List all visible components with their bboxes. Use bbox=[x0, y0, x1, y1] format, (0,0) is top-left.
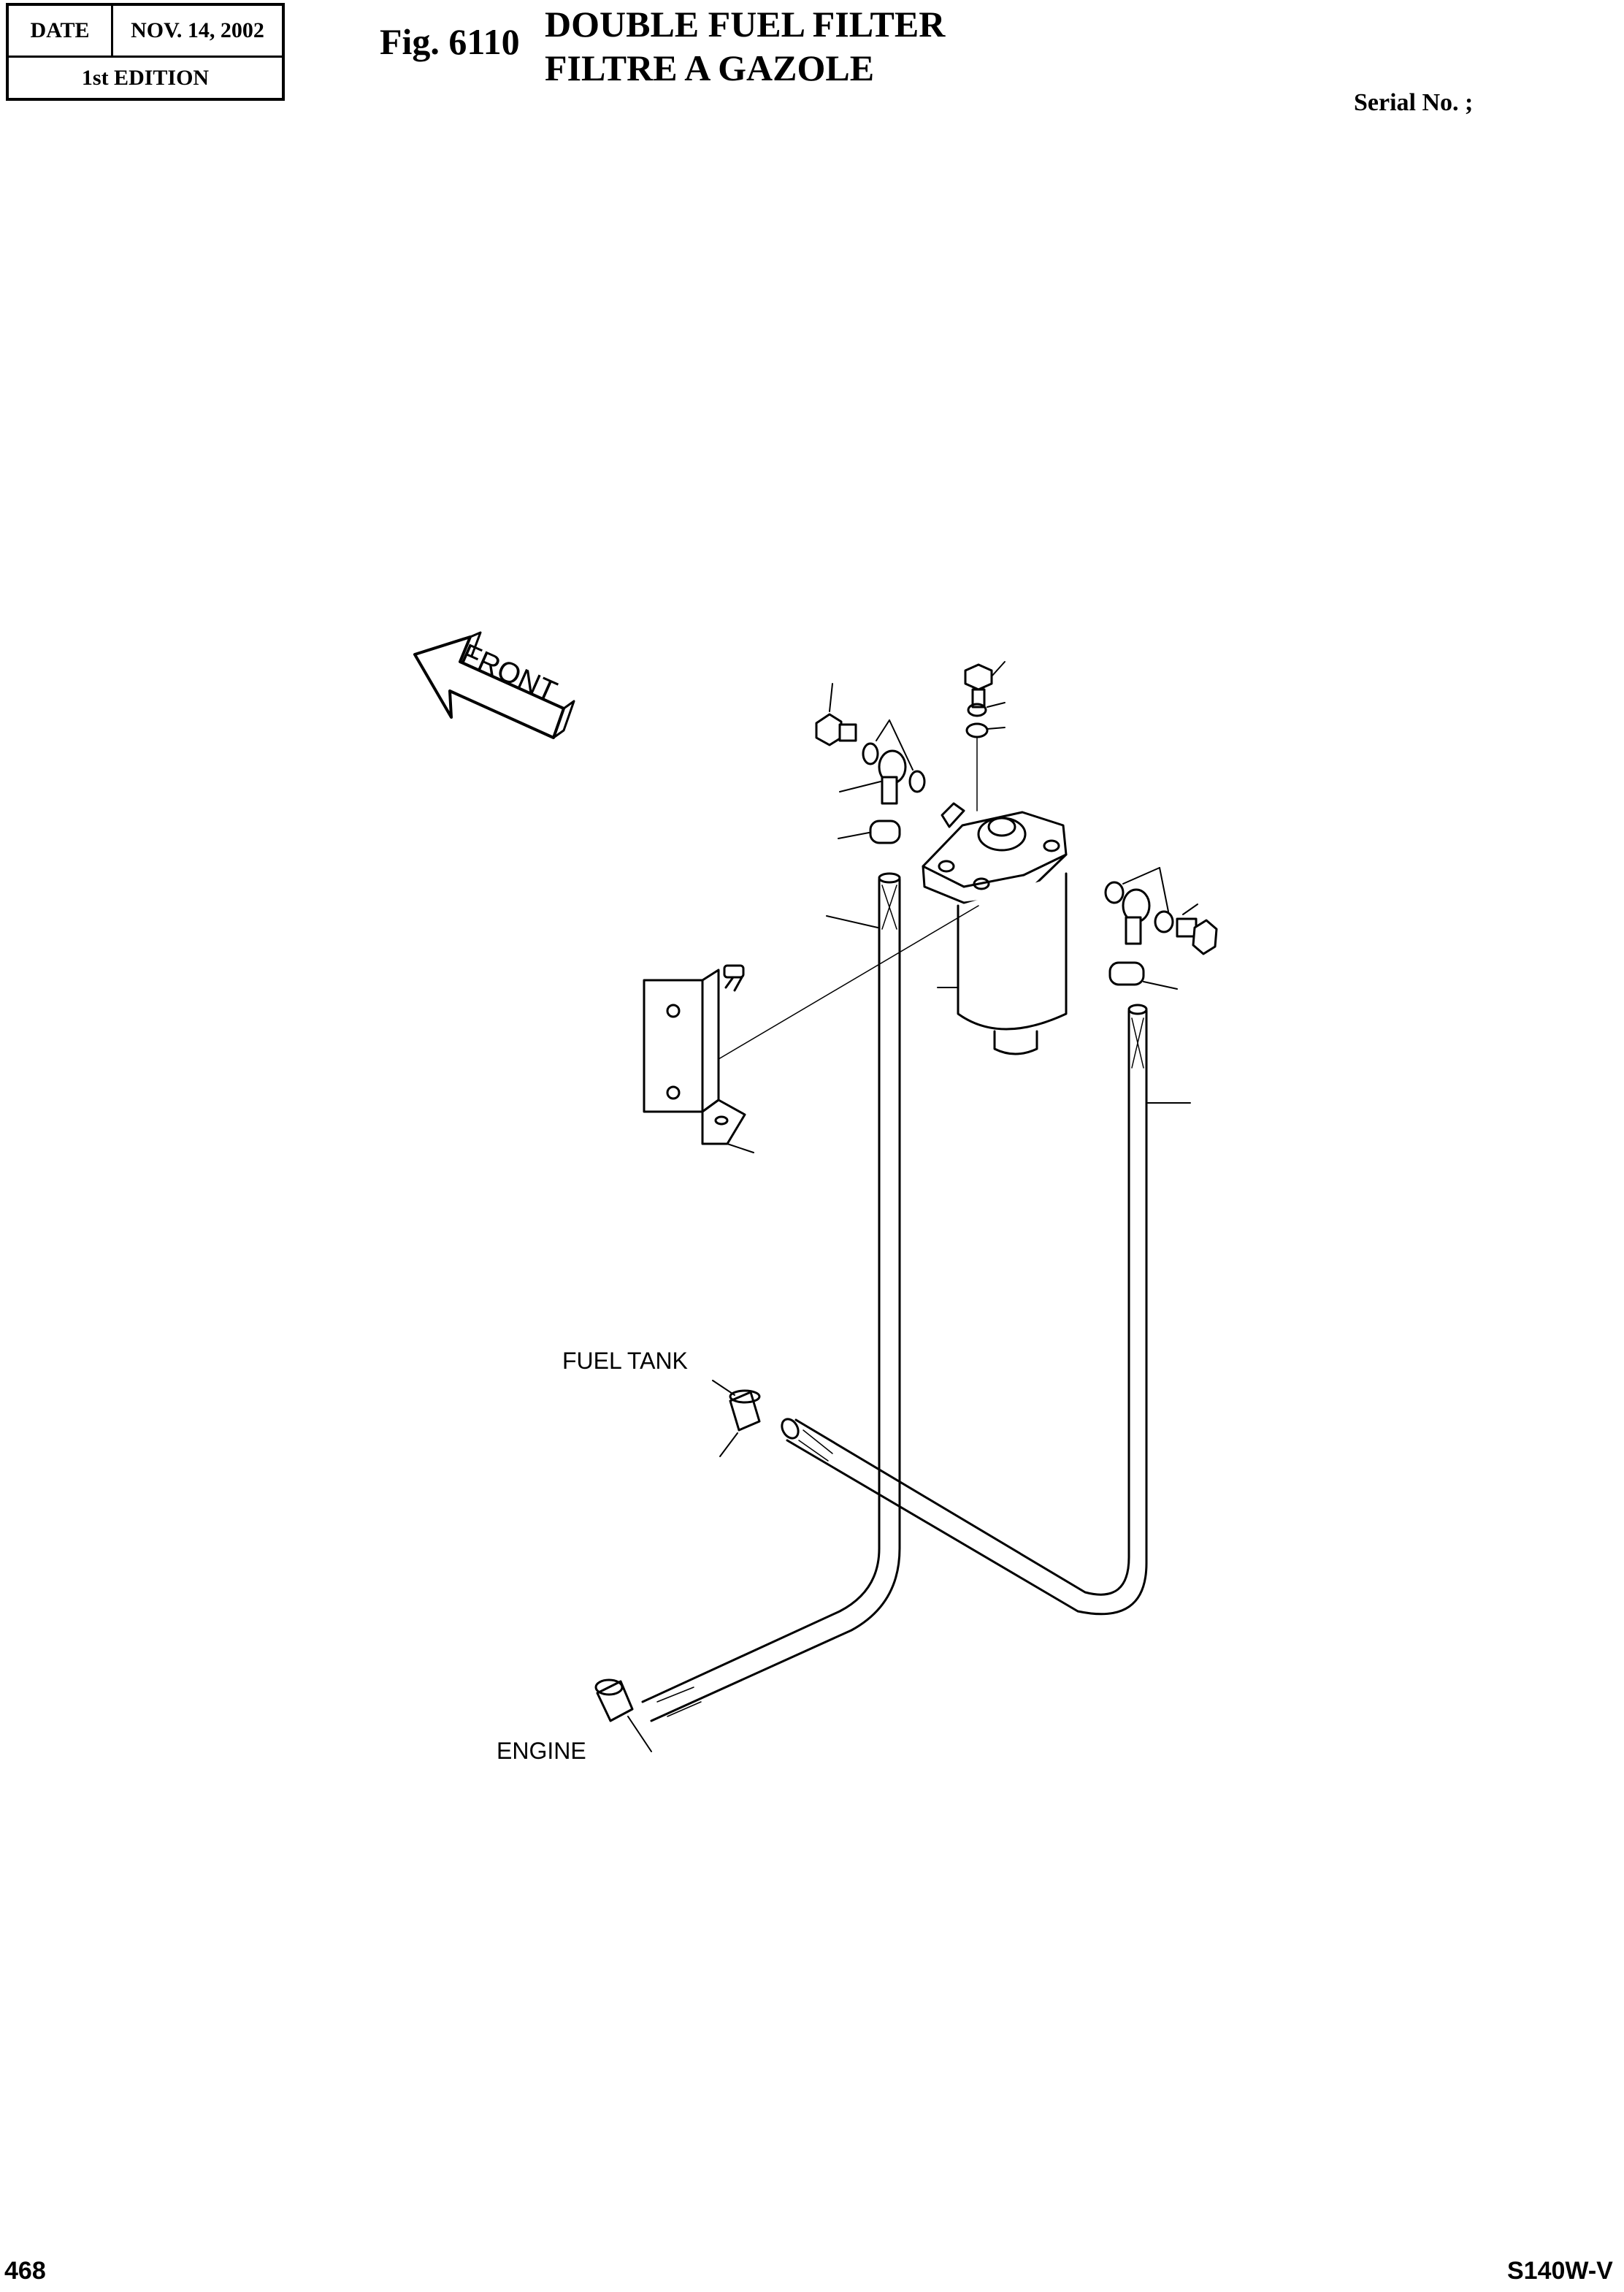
mounting-bracket bbox=[643, 905, 979, 1153]
front-arrow: FRONT bbox=[413, 631, 575, 739]
right-hose bbox=[781, 1004, 1191, 1616]
date-value: NOV. 14, 2002 bbox=[131, 18, 264, 42]
date-row: DATE NOV. 14, 2002 bbox=[9, 6, 282, 58]
right-washer-2 bbox=[1154, 910, 1174, 933]
top-washer-2 bbox=[965, 722, 989, 738]
title-english: DOUBLE FUEL FILTER bbox=[545, 4, 946, 45]
top-bolt bbox=[964, 661, 1006, 708]
bracket-bolt bbox=[723, 964, 745, 992]
left-banjo-fitting bbox=[839, 719, 914, 805]
left-hose-clamp-top bbox=[838, 820, 901, 844]
left-washer-1 bbox=[862, 742, 879, 765]
date-edition-box: DATE NOV. 14, 2002 1st EDITION bbox=[6, 3, 285, 101]
top-washer-1 bbox=[967, 703, 987, 717]
left-washer-2 bbox=[908, 770, 926, 793]
right-banjo-fitting bbox=[1122, 867, 1169, 945]
right-hose-clamp-top bbox=[1108, 961, 1178, 990]
filter-head bbox=[922, 802, 1068, 904]
title-french: FILTRE A GAZOLE bbox=[545, 47, 875, 88]
serial-number: Serial No. ; bbox=[1354, 89, 1474, 116]
date-label: DATE bbox=[9, 6, 113, 56]
fuel-tank-label: FUEL TANK bbox=[562, 1348, 688, 1374]
engine-clamp bbox=[594, 1678, 652, 1752]
page-number: 468 bbox=[4, 2257, 46, 2285]
right-banjo-bolt bbox=[1176, 904, 1218, 955]
engine-label: ENGINE bbox=[497, 1738, 586, 1764]
edition-label: 1st EDITION bbox=[81, 65, 210, 90]
figure-number: Fig. 6110 bbox=[380, 21, 520, 62]
right-washer-1 bbox=[1104, 881, 1125, 904]
left-hose bbox=[641, 872, 901, 1722]
fuel-tank-clamp bbox=[712, 1380, 761, 1457]
left-banjo-bolt bbox=[815, 683, 857, 746]
filter-bowl bbox=[937, 872, 1068, 1055]
model-number: S140W-V bbox=[1507, 2257, 1613, 2285]
